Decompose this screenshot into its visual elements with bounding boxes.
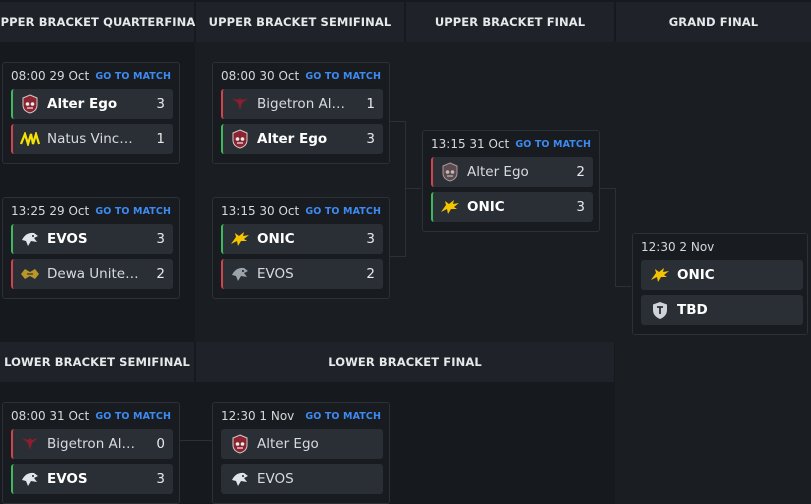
- team-score: 3: [366, 231, 375, 247]
- team-name: EVOS: [257, 266, 294, 282]
- team-row[interactable]: Natus Vincere 1: [11, 124, 173, 154]
- evos-logo: [230, 469, 250, 489]
- team-row[interactable]: EVOS: [221, 464, 383, 494]
- match-card-ub-qf2: 13:25 29 Oct GO TO MATCH EVOS 3 Dewa Uni…: [2, 197, 180, 299]
- match-card-grand-final: 12:30 2 Nov ONIC TBD: [632, 233, 808, 335]
- team-row[interactable]: Dewa United Esports 2: [11, 259, 173, 289]
- connector: [615, 188, 616, 286]
- evos-logo: [20, 229, 40, 249]
- go-to-match-link[interactable]: GO TO MATCH: [305, 410, 381, 422]
- dewa-united-logo: [20, 264, 40, 284]
- alter-ego-logo: [20, 94, 40, 114]
- team-name: Alter Ego: [257, 131, 328, 147]
- team-name: EVOS: [47, 231, 88, 247]
- match-time: 08:00 30 Oct: [221, 69, 300, 83]
- team-name: Bigetron Alpha: [47, 436, 141, 452]
- team-row[interactable]: EVOS 3: [11, 464, 173, 494]
- team-score: 2: [156, 266, 165, 282]
- bigetron-logo: [20, 434, 40, 454]
- onic-logo: [440, 197, 460, 217]
- match-time: 12:30 1 Nov: [221, 409, 295, 423]
- connector: [405, 188, 421, 189]
- match-time: 08:00 29 Oct: [11, 69, 90, 83]
- team-row[interactable]: ONIC 3: [221, 224, 383, 254]
- team-row[interactable]: Alter Ego 3: [11, 89, 173, 119]
- go-to-match-link[interactable]: GO TO MATCH: [305, 205, 381, 217]
- connector: [615, 286, 631, 287]
- go-to-match-link[interactable]: GO TO MATCH: [515, 138, 591, 150]
- team-row[interactable]: Alter Ego 2: [431, 157, 593, 187]
- team-name: Alter Ego: [47, 96, 118, 112]
- connector: [405, 121, 406, 257]
- match-card-ub-sf1: 08:00 30 Oct GO TO MATCH Bigetron Alpha …: [212, 62, 390, 164]
- team-name: EVOS: [47, 471, 88, 487]
- match-card-ub-sf2: 13:15 30 Oct GO TO MATCH ONIC 3 EVOS 2: [212, 197, 390, 299]
- team-score: 3: [366, 131, 375, 147]
- evos-logo: [20, 469, 40, 489]
- team-score: 1: [156, 131, 165, 147]
- navi-logo: [20, 129, 40, 149]
- team-row[interactable]: Bigetron Alpha 1: [221, 89, 383, 119]
- match-time: 13:15 31 Oct: [431, 137, 510, 151]
- team-row[interactable]: TBD: [641, 295, 803, 325]
- match-card-ub-final: 13:15 31 Oct GO TO MATCH Alter Ego 2 ONI…: [422, 130, 600, 232]
- header-grand-final: GRAND FINAL: [616, 2, 811, 42]
- team-name: Bigetron Alpha: [257, 96, 351, 112]
- team-score: 2: [366, 266, 375, 282]
- team-row[interactable]: Alter Ego: [221, 429, 383, 459]
- connector: [600, 188, 615, 189]
- match-time: 08:00 31 Oct: [11, 409, 90, 423]
- evos-logo: [230, 264, 250, 284]
- team-row[interactable]: EVOS 2: [221, 259, 383, 289]
- go-to-match-link[interactable]: GO TO MATCH: [305, 70, 381, 82]
- header-lb-final: LOWER BRACKET FINAL: [196, 342, 614, 382]
- team-name: Alter Ego: [467, 164, 529, 180]
- team-row[interactable]: Alter Ego 3: [221, 124, 383, 154]
- go-to-match-link[interactable]: GO TO MATCH: [95, 70, 171, 82]
- connector: [390, 256, 405, 257]
- team-score: 3: [156, 96, 165, 112]
- alter-ego-logo: [440, 162, 460, 182]
- connector: [390, 121, 405, 122]
- onic-logo: [650, 265, 670, 285]
- alter-ego-logo: [230, 129, 250, 149]
- go-to-match-link[interactable]: GO TO MATCH: [95, 410, 171, 422]
- go-to-match-link[interactable]: GO TO MATCH: [95, 205, 171, 217]
- team-row[interactable]: EVOS 3: [11, 224, 173, 254]
- header-ub-semifinal: UPPER BRACKET SEMIFINAL: [196, 2, 404, 42]
- team-score: 3: [156, 231, 165, 247]
- team-name: Alter Ego: [257, 436, 319, 452]
- team-score: 3: [576, 199, 585, 215]
- team-row[interactable]: ONIC: [641, 260, 803, 290]
- onic-logo: [230, 229, 250, 249]
- team-name: ONIC: [677, 267, 715, 283]
- header-lb-semifinal: LOWER BRACKET SEMIFINAL: [0, 342, 194, 382]
- match-card-lb-final: 12:30 1 Nov GO TO MATCH Alter Ego EVOS: [212, 402, 390, 504]
- connector: [180, 440, 215, 441]
- team-score: 3: [156, 471, 165, 487]
- team-name: Natus Vincere: [47, 131, 141, 147]
- team-score: 1: [366, 96, 375, 112]
- header-ub-quarterfinal: UPPER BRACKET QUARTERFINAL: [0, 2, 203, 42]
- team-row[interactable]: Bigetron Alpha 0: [11, 429, 173, 459]
- team-row[interactable]: ONIC 3: [431, 192, 593, 222]
- tbd-shield-icon: [650, 300, 670, 320]
- match-card-lb-semifinal: 08:00 31 Oct GO TO MATCH Bigetron Alpha …: [2, 402, 180, 504]
- team-name: TBD: [677, 302, 708, 318]
- match-time: 13:25 29 Oct: [11, 204, 90, 218]
- bigetron-logo: [230, 94, 250, 114]
- team-score: 2: [576, 164, 585, 180]
- team-name: ONIC: [257, 231, 295, 247]
- match-card-ub-qf1: 08:00 29 Oct GO TO MATCH Alter Ego 3 Nat…: [2, 62, 180, 164]
- team-name: ONIC: [467, 199, 505, 215]
- match-time: 13:15 30 Oct: [221, 204, 300, 218]
- match-time: 12:30 2 Nov: [641, 240, 715, 254]
- team-name: Dewa United Esports: [47, 266, 141, 282]
- header-ub-final: UPPER BRACKET FINAL: [406, 2, 614, 42]
- alter-ego-logo: [230, 434, 250, 454]
- team-score: 0: [156, 436, 165, 452]
- team-name: EVOS: [257, 471, 294, 487]
